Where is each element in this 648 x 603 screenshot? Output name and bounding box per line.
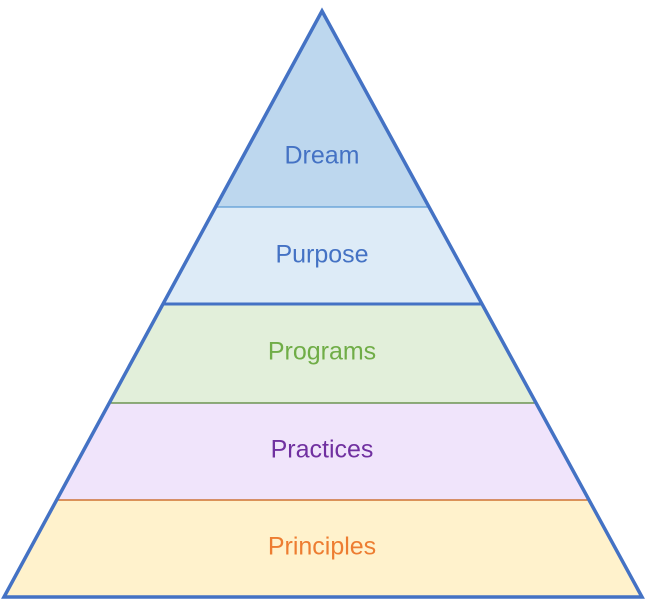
layer-band-dream xyxy=(4,11,642,207)
layer-label-principles: Principles xyxy=(268,533,376,561)
layer-label-purpose: Purpose xyxy=(275,241,368,269)
layer-band-practices xyxy=(4,403,642,500)
layer-label-dream: Dream xyxy=(284,142,359,170)
layer-band-principles xyxy=(4,500,642,597)
layer-label-programs: Programs xyxy=(268,338,376,366)
layer-label-practices: Practices xyxy=(271,436,374,464)
pyramid-outline xyxy=(1,7,645,599)
